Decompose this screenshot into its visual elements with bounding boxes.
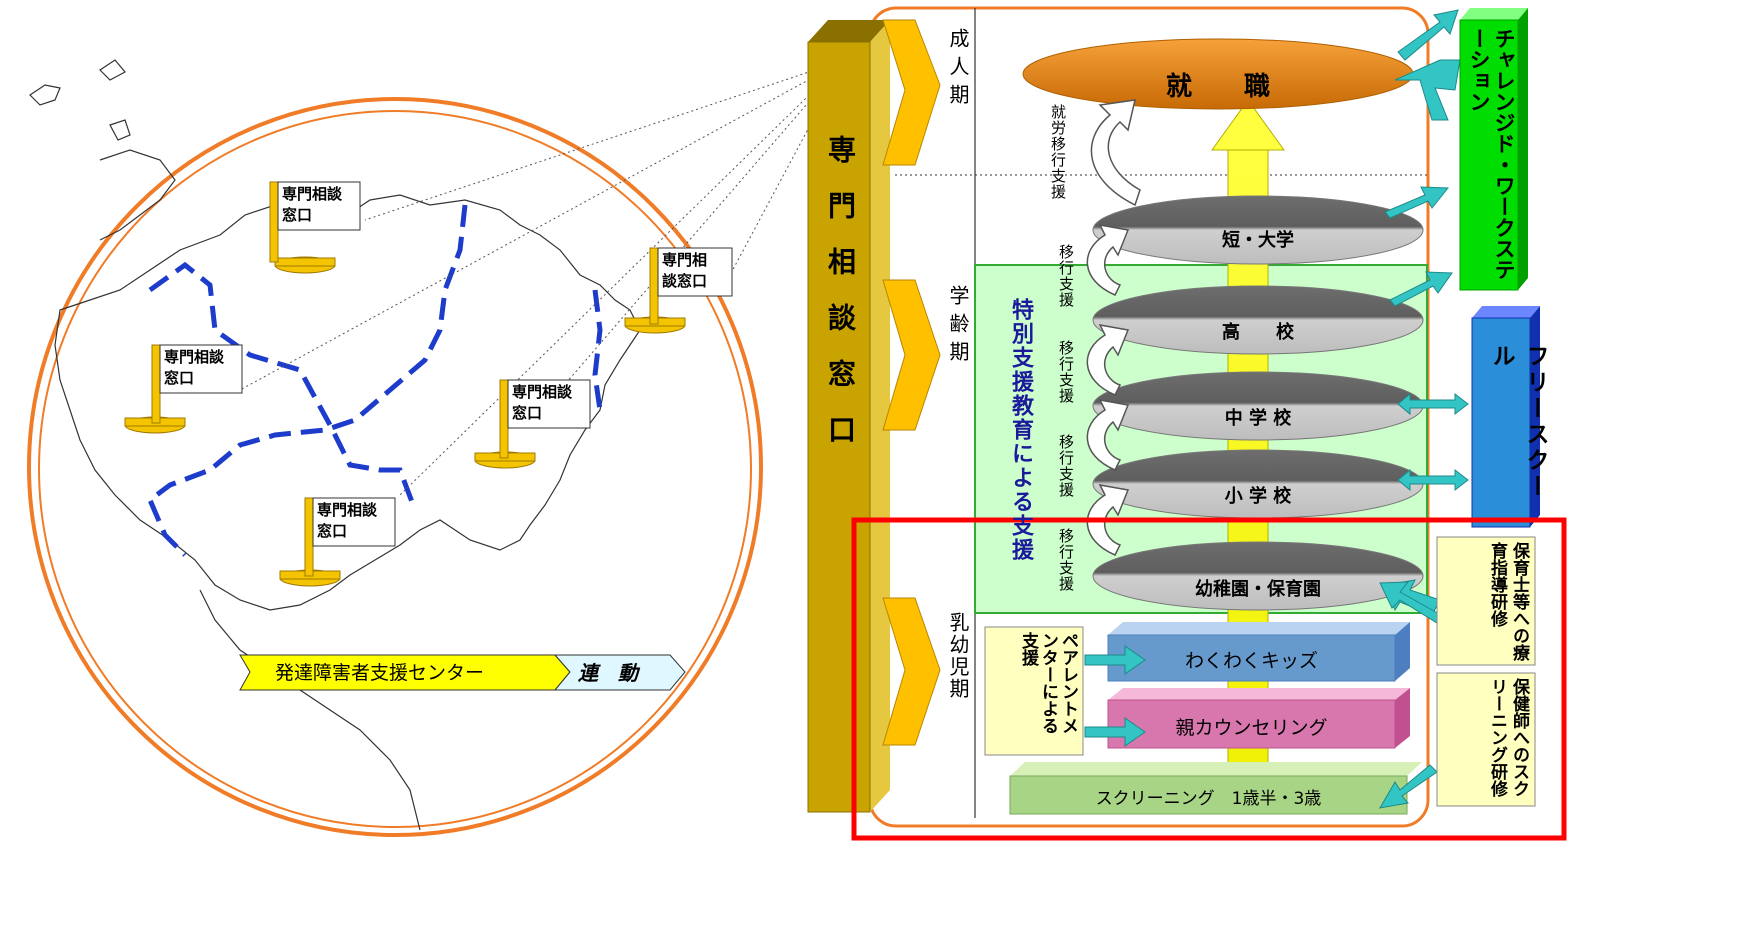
map-outline-northwest	[99, 149, 176, 241]
oval-high	[1092, 285, 1424, 355]
parent-mentor-label: ペアレントメンターによる支援	[1018, 632, 1078, 734]
map-circle-inner	[38, 110, 752, 828]
window-label-3: 専門相談 窓口	[164, 348, 225, 387]
stage-college: 短・大学	[1222, 230, 1294, 251]
special-ed-label: 特別支援教育による支援	[1008, 298, 1033, 562]
link-banner-shape	[553, 654, 686, 691]
stage-high: 高 校	[1222, 322, 1294, 343]
period-school: 学齢期	[946, 285, 970, 369]
transition-1: 移行支援	[1057, 244, 1075, 308]
stage-elementary: 小 学 校	[1224, 486, 1292, 507]
pillar-label: 専門相談窓口	[824, 135, 857, 471]
transition-3: 移行支援	[1057, 434, 1075, 498]
free-school-box	[1471, 317, 1531, 528]
window-flag-4	[474, 379, 591, 469]
transition-2: 移行支援	[1057, 340, 1075, 404]
window-flag-2	[624, 247, 733, 334]
pillar-front	[807, 41, 871, 813]
window-label-1: 専門相談 窓口	[282, 185, 343, 224]
pillar-side	[870, 20, 890, 812]
center-banner-label: 発達障害者支援センター	[275, 662, 485, 684]
transition-4: 移行支援	[1057, 528, 1075, 592]
pillar-top	[808, 20, 890, 42]
map-outline-islands	[29, 59, 131, 141]
link-lines	[239, 59, 846, 496]
transition-curves	[1086, 99, 1141, 556]
program-screening: スクリーニング 1歳半・3歳	[1095, 789, 1322, 809]
period-chevrons	[882, 19, 941, 746]
map-circle-outer	[27, 97, 763, 837]
transition-work: 就労移行支援	[1049, 104, 1067, 200]
oval-kinder	[1092, 541, 1424, 611]
window-flag-3	[124, 344, 243, 434]
period-adult: 成人期	[946, 28, 970, 112]
program-bars	[1009, 622, 1422, 815]
map-region	[27, 59, 846, 837]
window-flag-1	[269, 181, 361, 274]
free-school-label: フリースクール	[1488, 344, 1548, 500]
stage-junior: 中 学 校	[1224, 408, 1292, 429]
window-label-4: 専門相談 窓口	[512, 383, 573, 422]
program-wakuwaku: わくわくキッズ	[1184, 650, 1318, 672]
stage-employment: 就 職	[1165, 72, 1270, 102]
map-outline-south	[199, 589, 421, 831]
district-boundaries	[146, 204, 603, 557]
link-banner-label: 連 動	[578, 661, 638, 685]
window-label-2: 専門相 談窓口	[662, 251, 708, 290]
nurse-training-box	[1436, 672, 1536, 807]
period-infant: 乳幼児期	[946, 612, 970, 700]
highlight-box	[851, 517, 1567, 841]
teal-arrows	[1084, 9, 1469, 809]
challenged-box	[1459, 19, 1519, 291]
parent-mentor-box	[984, 626, 1084, 756]
progression-arrowhead	[1211, 99, 1285, 151]
nurse-training-label: 保健師へのスクリーニング研修	[1487, 678, 1529, 797]
window-label-5: 専門相談 窓口	[317, 501, 378, 540]
challenged-label: チャレンジド・ワークステーション	[1467, 28, 1516, 280]
program-counseling: 親カウンセリング	[1175, 717, 1328, 739]
stage-kinder: 幼稚園・保育園	[1195, 579, 1321, 600]
oval-college	[1092, 195, 1424, 265]
nursery-training-box	[1436, 536, 1536, 666]
window-flag-5	[279, 497, 396, 587]
nursery-training-label: 保育士等への療育指導研修	[1487, 542, 1529, 661]
